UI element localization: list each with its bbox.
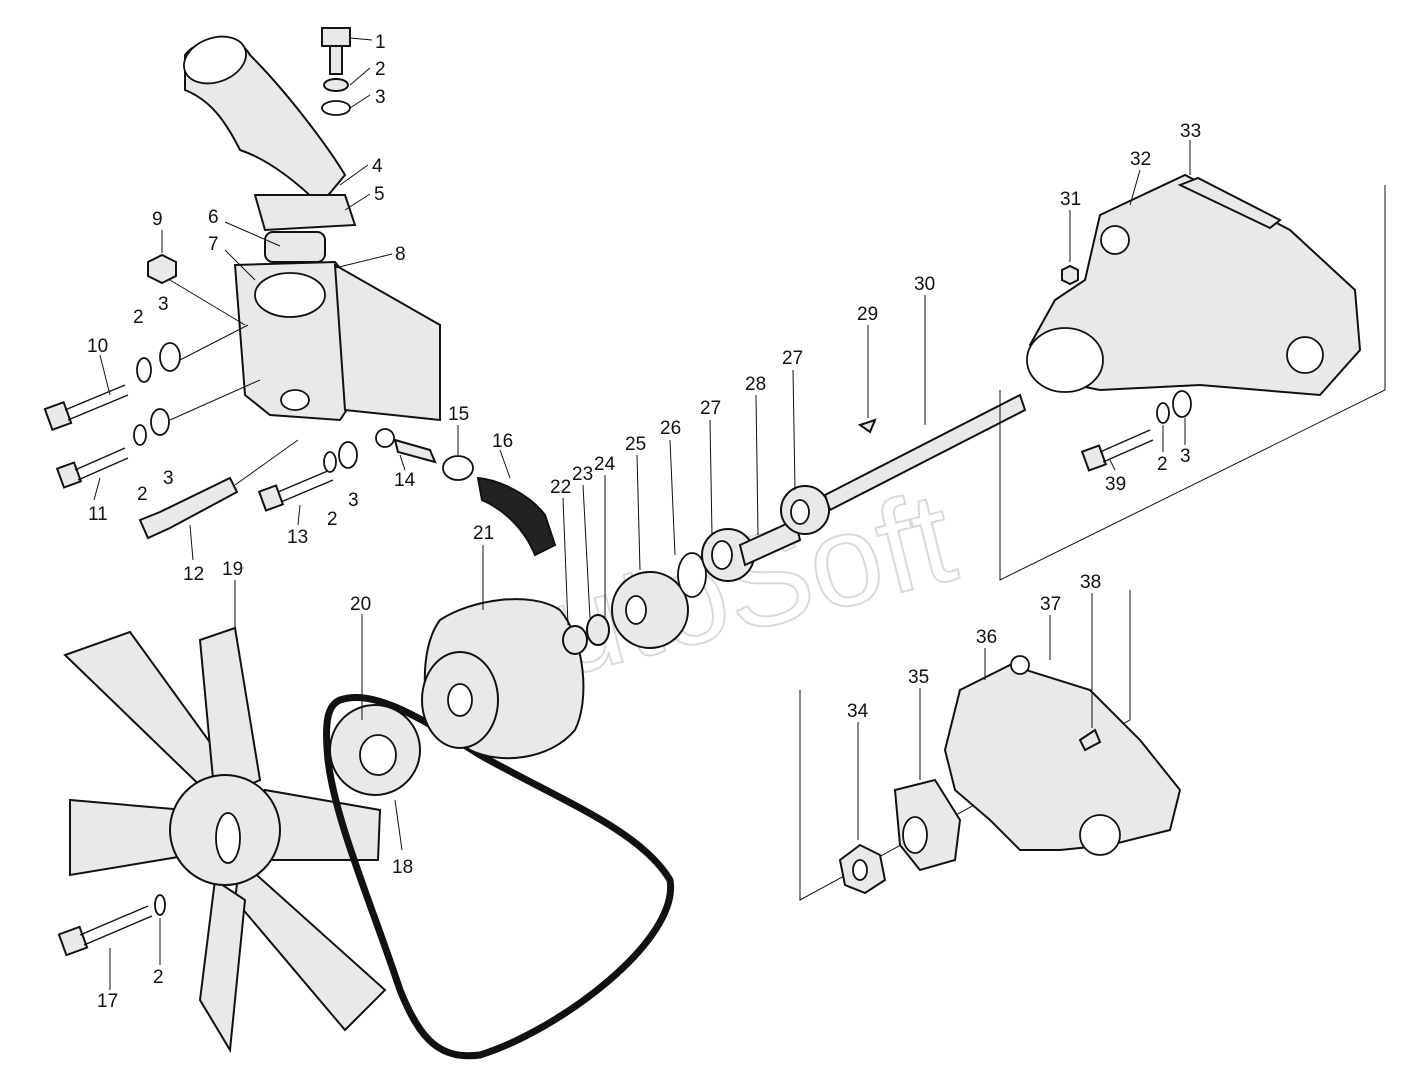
callout-32: 32	[1130, 149, 1151, 170]
callout-39: 39	[1105, 474, 1126, 495]
callout-38: 38	[1080, 572, 1101, 593]
callout-33: 33	[1180, 121, 1201, 142]
callout-4: 4	[372, 156, 383, 177]
callout-21: 21	[473, 523, 494, 544]
callout-6: 6	[208, 207, 219, 228]
belt-and-pulleys	[323, 545, 674, 1060]
callout-27a: 27	[700, 398, 721, 419]
thermostat-housing-group	[43, 27, 557, 561]
callout-29: 29	[857, 304, 878, 325]
callout-16: 16	[492, 431, 513, 452]
callout-10: 10	[87, 336, 108, 357]
callout-34: 34	[847, 701, 869, 722]
callout-25: 25	[625, 434, 646, 455]
callout-2e: 2	[153, 967, 164, 988]
callout-27b: 27	[782, 348, 803, 369]
callout-2b: 2	[133, 307, 144, 328]
callout-26: 26	[660, 418, 681, 439]
callout-24: 24	[594, 454, 616, 475]
pump-housing-panel	[999, 140, 1386, 581]
callout-2d: 2	[327, 509, 338, 530]
callout-8: 8	[395, 244, 406, 265]
callout-1: 1	[375, 32, 386, 53]
callout-3: 3	[375, 87, 386, 108]
callout-3c: 3	[163, 468, 174, 489]
callout-12: 12	[183, 564, 204, 585]
callout-labels: 1 2 3 4 5 6 7 8 9 10 2 3 11 2 3 12 13 2 …	[87, 32, 1201, 1012]
callout-28: 28	[745, 374, 766, 395]
callout-20: 20	[350, 594, 371, 615]
callout-5: 5	[374, 184, 385, 205]
callout-3e: 3	[1180, 446, 1191, 467]
callout-13: 13	[287, 527, 308, 548]
callout-3b: 3	[158, 294, 169, 315]
fan-assembly	[57, 580, 387, 1054]
callout-9: 9	[152, 209, 163, 230]
callout-19: 19	[222, 559, 243, 580]
callout-7: 7	[208, 234, 219, 255]
callout-17: 17	[97, 991, 118, 1012]
callout-2f: 2	[1157, 454, 1168, 475]
callout-11: 11	[88, 504, 108, 525]
callout-30: 30	[914, 274, 935, 295]
callout-15: 15	[448, 404, 469, 425]
callout-3d: 3	[348, 490, 359, 511]
shaft-assembly	[562, 295, 1027, 655]
impeller-panel	[799, 590, 1182, 901]
callout-14: 14	[394, 470, 416, 491]
callout-2: 2	[375, 59, 386, 80]
callout-36: 36	[976, 627, 997, 648]
callout-35: 35	[908, 667, 929, 688]
callout-22: 22	[550, 477, 571, 498]
callout-31: 31	[1060, 189, 1081, 210]
callout-2c: 2	[137, 484, 148, 505]
callout-23: 23	[572, 464, 593, 485]
callout-18: 18	[392, 857, 413, 878]
callout-37: 37	[1040, 594, 1061, 615]
